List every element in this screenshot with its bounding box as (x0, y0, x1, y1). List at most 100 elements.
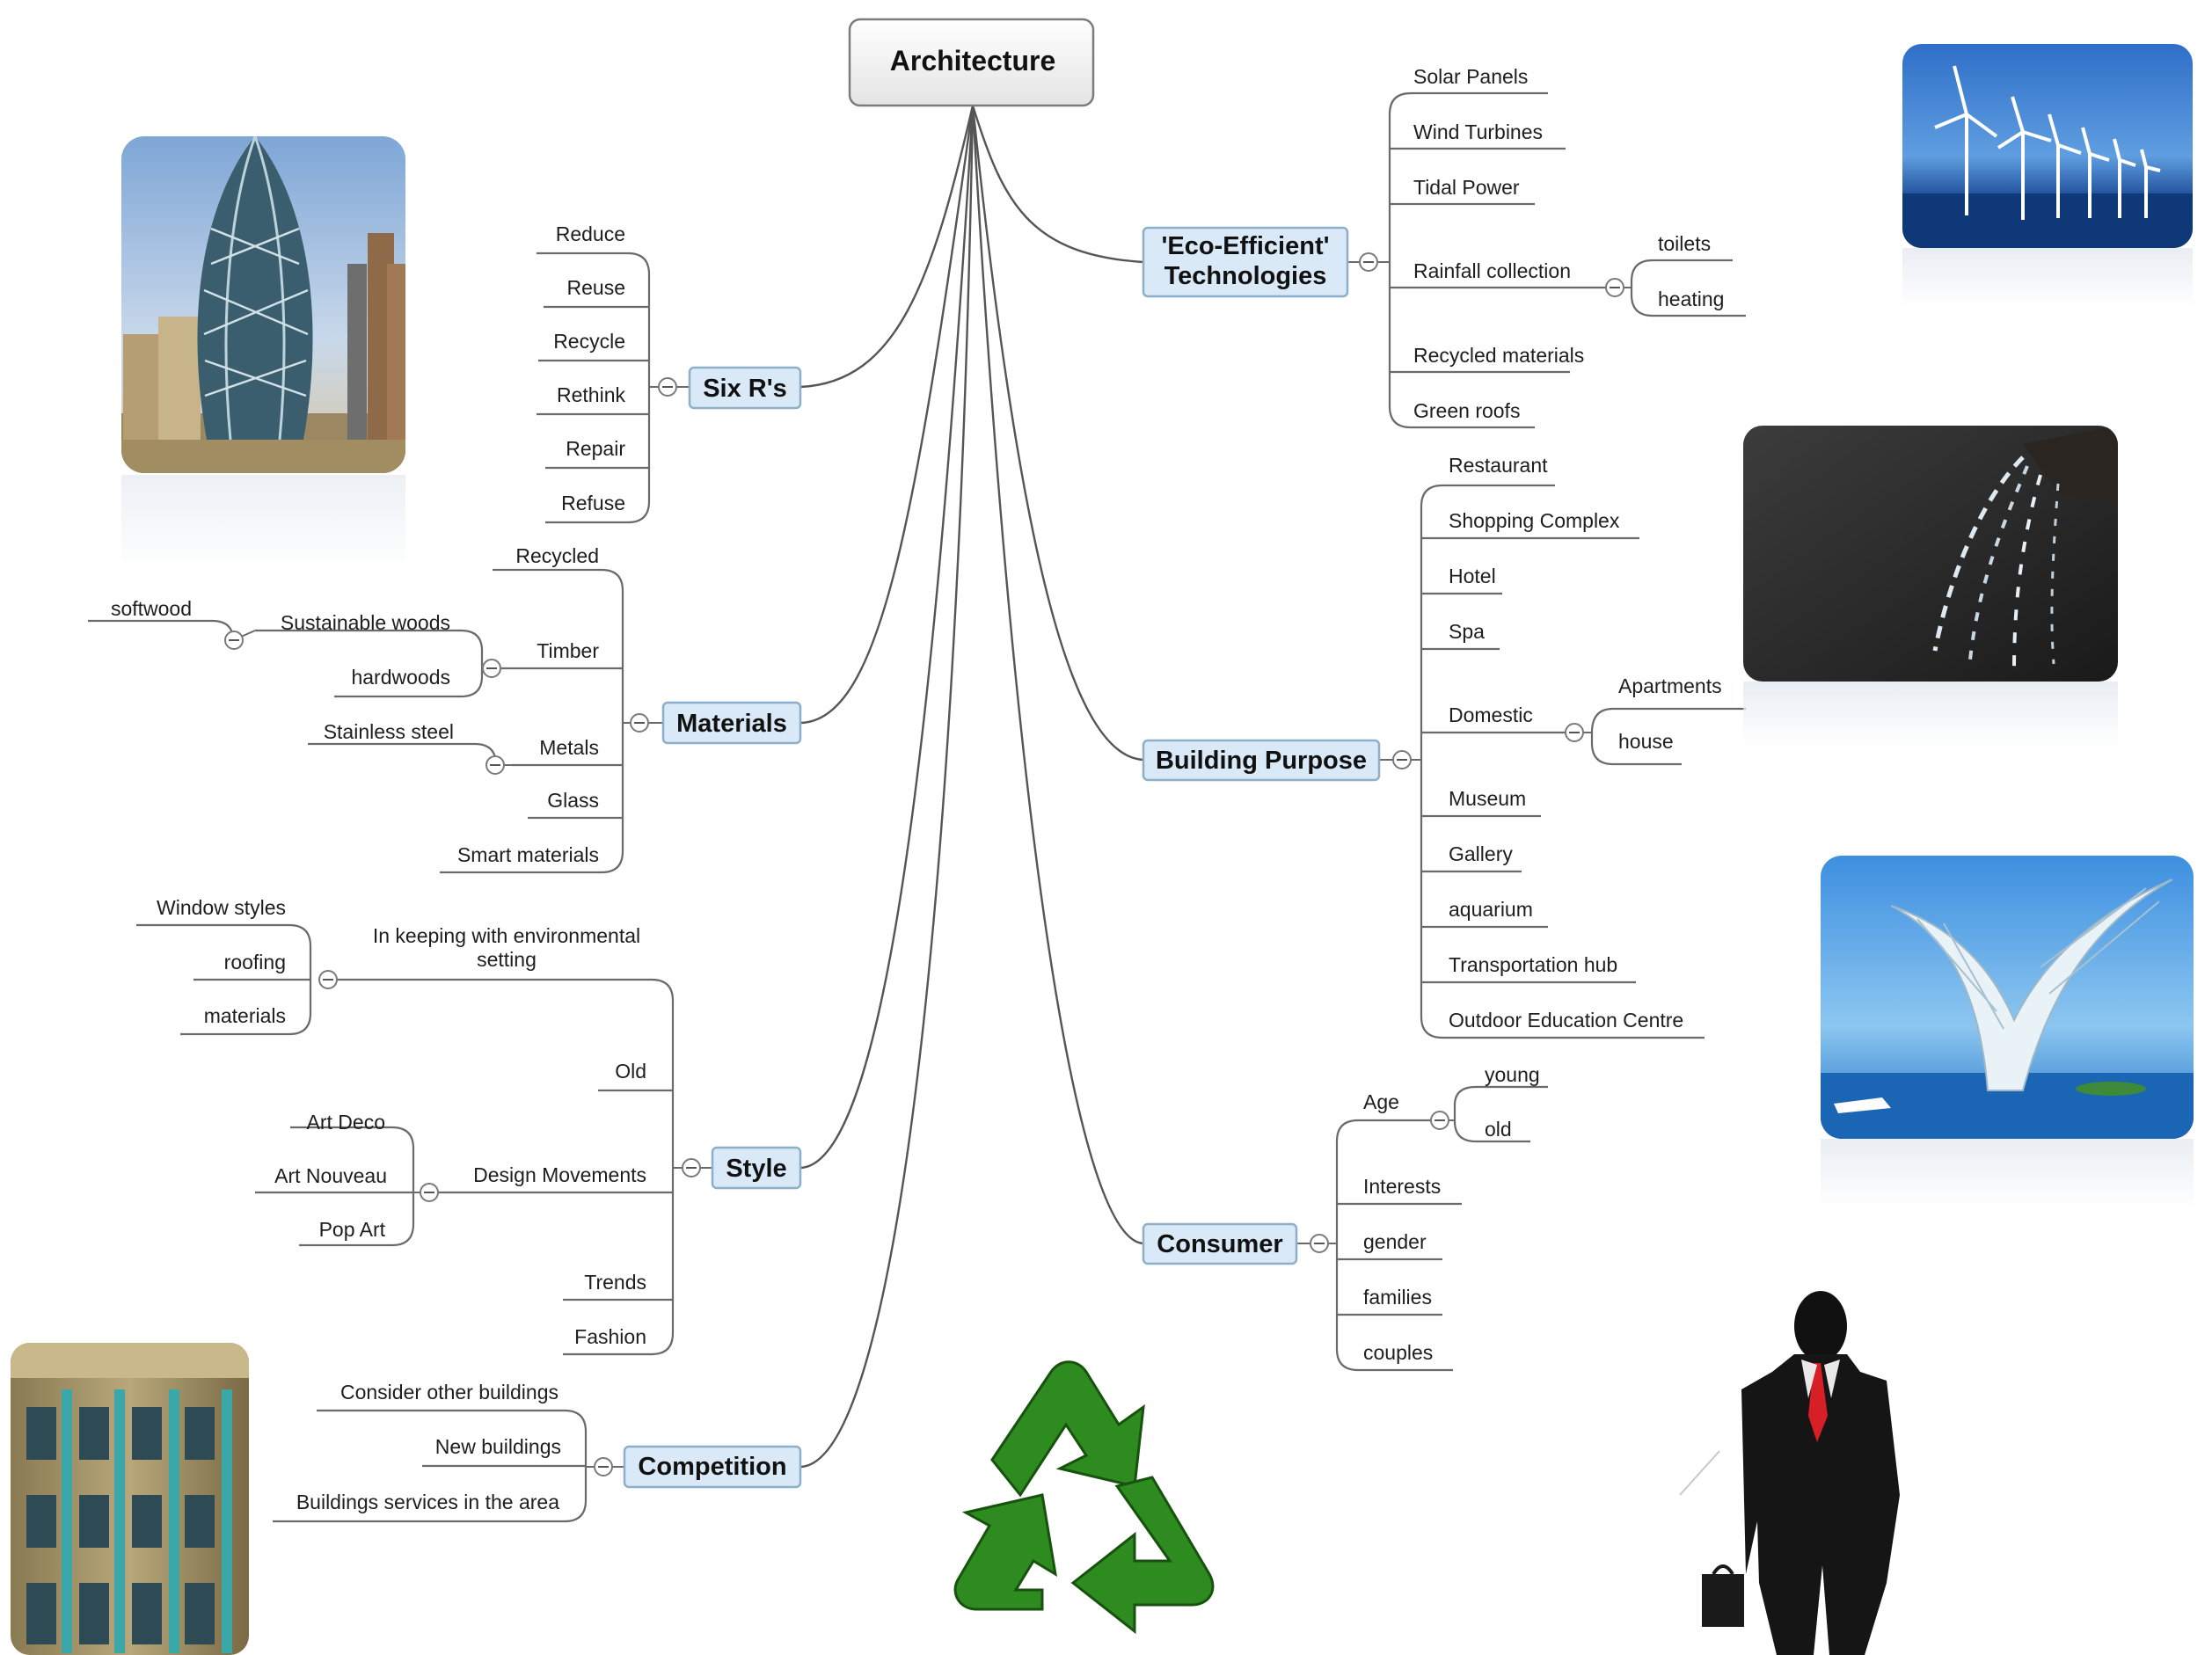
consumer-item-gender: gender (1363, 1230, 1427, 1253)
eco-item-rainfall: Rainfall collection (1413, 259, 1571, 282)
timber-child-sustainable: Sustainable woods (281, 611, 450, 634)
style-collapse-toggle[interactable] (682, 1158, 701, 1177)
style-item-old: Old (615, 1060, 646, 1083)
purpose-item-aquarium: aquarium (1449, 898, 1533, 921)
branch-competition-node[interactable]: Competition (623, 1445, 802, 1489)
sustainable-child-softwood: softwood (111, 597, 192, 620)
six-rs-item-reuse: Reuse (567, 276, 625, 299)
branch-style-node[interactable]: Style (711, 1146, 802, 1190)
competition-item-new: New buildings (435, 1435, 561, 1458)
branch-materials (88, 568, 663, 874)
branch-building-purpose-node[interactable]: Building Purpose (1142, 739, 1381, 782)
environment-child-roofing: roofing (224, 951, 286, 973)
age-child-old: old (1485, 1118, 1512, 1141)
competition-item-services: Buildings services in the area (296, 1491, 559, 1513)
branch-eco (1347, 91, 1746, 429)
style-item-fashion: Fashion (574, 1325, 646, 1348)
style-item-environment-line1: In keeping with environmental (373, 924, 640, 947)
materials-item-timber: Timber (537, 639, 599, 662)
eco-collapse-toggle[interactable] (1359, 252, 1378, 272)
businessman-silhouette (1679, 1291, 1900, 1655)
materials-collapse-toggle[interactable] (630, 713, 649, 733)
consumer-label: Consumer (1157, 1230, 1282, 1258)
eco-item-recycled: Recycled materials (1413, 344, 1584, 367)
materials-item-metals: Metals (539, 736, 599, 759)
domestic-collapse-toggle[interactable] (1565, 723, 1584, 742)
eco-label-line1: 'Eco-Efficient' (1161, 232, 1329, 260)
rainfall-collapse-toggle[interactable] (1605, 278, 1624, 297)
movements-child-artnouveau: Art Nouveau (274, 1164, 387, 1187)
movements-child-artdeco: Art Deco (307, 1111, 385, 1134)
branch-consumer-node[interactable]: Consumer (1142, 1222, 1298, 1265)
consumer-item-interests: Interests (1363, 1175, 1441, 1198)
branch-building-purpose (1379, 484, 1746, 1039)
ornate-building-photo (11, 1343, 249, 1655)
environment-child-materials: materials (204, 1004, 286, 1027)
six-rs-item-repair: Repair (566, 437, 625, 460)
consumer-collapse-toggle[interactable] (1310, 1234, 1329, 1253)
materials-label: Materials (676, 710, 787, 738)
eco-item-wind: Wind Turbines (1413, 120, 1543, 143)
water-pouring-photo (1743, 426, 2118, 747)
gherkin-tower-photo (121, 136, 405, 572)
competition-collapse-toggle[interactable] (594, 1457, 613, 1476)
purpose-item-transport: Transportation hub (1449, 953, 1617, 976)
purpose-item-domestic: Domestic (1449, 704, 1533, 726)
branch-style (136, 923, 712, 1356)
eco-item-solar: Solar Panels (1413, 65, 1528, 88)
environment-collapse-toggle[interactable] (318, 970, 338, 989)
recycle-symbol (953, 1360, 1215, 1635)
materials-item-recycled: Recycled (515, 544, 599, 567)
materials-item-smart: Smart materials (457, 843, 599, 866)
materials-item-glass: Glass (547, 789, 599, 812)
root-node[interactable]: Architecture (848, 18, 1095, 107)
six-rs-label: Six R's (703, 375, 787, 403)
metals-collapse-toggle[interactable] (485, 755, 505, 775)
style-item-environment-line2: setting (477, 948, 537, 971)
six-rs-collapse-toggle[interactable] (658, 377, 677, 397)
style-item-movements: Design Movements (473, 1163, 646, 1186)
environment-child-window: Window styles (157, 896, 286, 919)
purpose-item-gallery: Gallery (1449, 842, 1513, 865)
branch-eco-node[interactable]: 'Eco-Efficient' Technologies (1142, 226, 1349, 298)
style-item-trends: Trends (584, 1271, 646, 1294)
root-connectors (799, 105, 1144, 1469)
style-label: Style (726, 1155, 786, 1183)
eco-label-line2: Technologies (1164, 262, 1327, 290)
competition-item-consider: Consider other buildings (340, 1381, 558, 1403)
wave-hotel-photo (1821, 856, 2194, 1209)
rainfall-child-toilets: toilets (1658, 232, 1711, 255)
domestic-child-apartments: Apartments (1618, 674, 1722, 697)
purpose-item-hotel: Hotel (1449, 565, 1496, 587)
consumer-item-families: families (1363, 1286, 1432, 1309)
purpose-item-restaurant: Restaurant (1449, 454, 1548, 477)
rainfall-child-heating: heating (1658, 288, 1724, 310)
consumer-item-age: Age (1363, 1090, 1399, 1113)
eco-item-greenroofs: Green roofs (1413, 399, 1520, 422)
six-rs-item-rethink: Rethink (557, 383, 625, 406)
six-rs-item-reduce: Reduce (556, 222, 625, 245)
wind-turbines-photo (1902, 44, 2193, 310)
timber-collapse-toggle[interactable] (482, 659, 501, 678)
domestic-child-house: house (1618, 730, 1674, 753)
purpose-item-spa: Spa (1449, 620, 1485, 643)
timber-child-hardwoods: hardwoods (351, 666, 450, 689)
sustainable-collapse-toggle[interactable] (224, 631, 244, 650)
age-collapse-toggle[interactable] (1430, 1111, 1449, 1130)
movements-child-popart: Pop Art (319, 1218, 386, 1241)
competition-label: Competition (638, 1453, 786, 1481)
six-rs-item-refuse: Refuse (561, 492, 625, 514)
eco-item-tidal: Tidal Power (1413, 176, 1520, 199)
purpose-item-museum: Museum (1449, 787, 1526, 810)
movements-collapse-toggle[interactable] (420, 1183, 439, 1202)
branch-six-rs-node[interactable]: Six R's (688, 366, 802, 410)
building-purpose-label: Building Purpose (1156, 747, 1367, 775)
age-child-young: young (1485, 1063, 1540, 1086)
purpose-item-shopping: Shopping Complex (1449, 509, 1620, 532)
metals-child-stainless: Stainless steel (324, 720, 454, 743)
building-purpose-collapse-toggle[interactable] (1392, 750, 1412, 769)
root-label: Architecture (890, 45, 1056, 77)
branch-materials-node[interactable]: Materials (661, 701, 802, 745)
consumer-item-couples: couples (1363, 1341, 1433, 1364)
